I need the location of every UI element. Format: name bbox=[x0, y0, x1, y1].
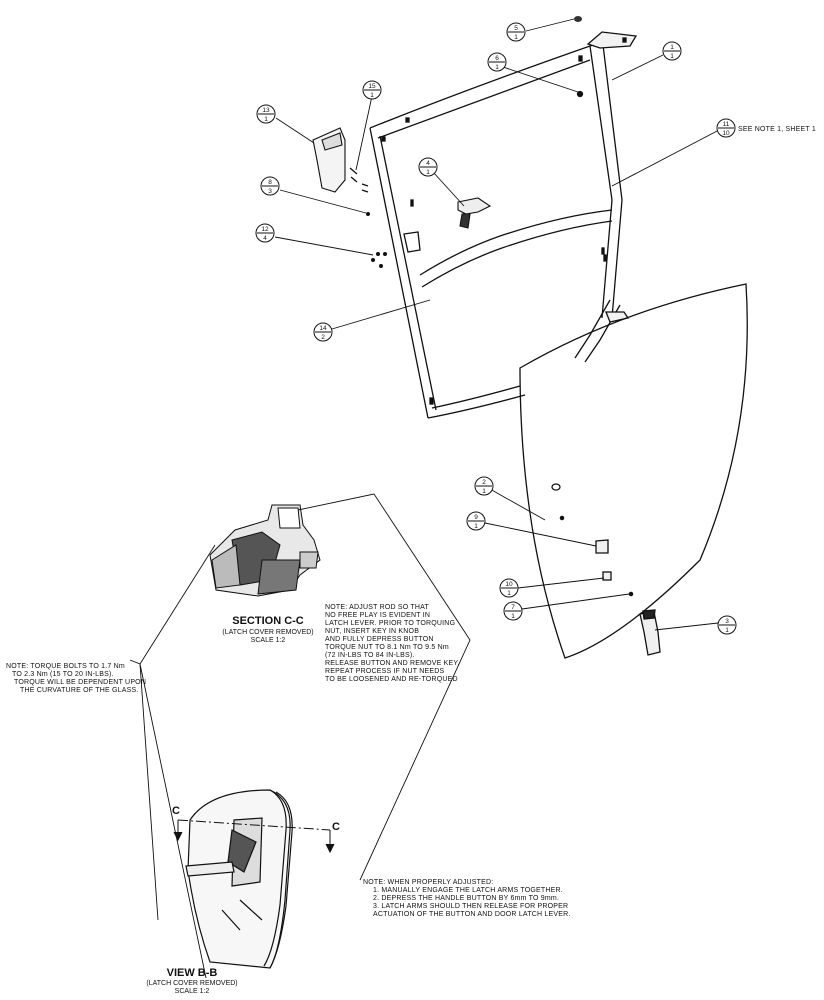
section-cc-title: SECTION C-C bbox=[232, 615, 304, 627]
balloon-6-top: 6 bbox=[495, 55, 499, 62]
pins-part-15 bbox=[349, 167, 369, 193]
balloon-2-top: 2 bbox=[482, 479, 486, 486]
note-adjust-rod-line-9: REPEAT PROCESS IF NUT NEEDS bbox=[325, 668, 444, 675]
balloon-5-bottom: 1 bbox=[514, 34, 518, 41]
washer-part-5 bbox=[574, 16, 582, 22]
balloon-14: 14 2 bbox=[313, 322, 333, 342]
balloon-5: 5 1 bbox=[506, 22, 526, 42]
balloon-1: 1 1 bbox=[662, 41, 682, 61]
balloon-4-top: 4 bbox=[426, 160, 430, 167]
balloon-11-bottom: 10 bbox=[722, 130, 730, 137]
latch-part-4 bbox=[457, 197, 492, 229]
balloon-6-bottom: 1 bbox=[495, 64, 499, 71]
see-note-label: SEE NOTE 1, SHEET 1 bbox=[738, 126, 816, 133]
note-torque-bolts-line-1: NOTE: TORQUE BOLTS TO 1.7 Nm bbox=[6, 663, 125, 670]
balloon-6: 6 1 bbox=[487, 52, 507, 72]
leader-lines bbox=[274, 18, 720, 631]
balloon-8-top: 8 bbox=[268, 179, 272, 186]
balloon-8-bottom: 3 bbox=[268, 188, 272, 195]
view-bb-subtitle: (LATCH COVER REMOVED) bbox=[146, 980, 237, 987]
balloon-9-top: 9 bbox=[474, 514, 478, 521]
note-adjusted-line-2: 1. MANUALLY ENGAGE THE LATCH ARMS TOGETH… bbox=[373, 887, 563, 894]
balloon-8: 8 3 bbox=[260, 176, 280, 196]
balloon-14-top: 14 bbox=[319, 325, 327, 332]
note-adjust-rod-line-8: RELEASE BUTTON AND REMOVE KEY. bbox=[325, 660, 460, 667]
balloon-12-top: 12 bbox=[261, 226, 269, 233]
note-adjust-rod-line-10: TO BE LOOSENED AND RE-TORQUED bbox=[325, 676, 458, 683]
balloon-9: 9 1 bbox=[466, 511, 486, 531]
note-adjust-rod-line-3: LATCH LEVER. PRIOR TO TORQUING bbox=[325, 620, 455, 627]
note-torque-bolts: NOTE: TORQUE BOLTS TO 1.7 Nm TO 2.3 Nm (… bbox=[6, 663, 146, 694]
balloon-11-top: 11 bbox=[723, 121, 730, 128]
section-cc-drawing bbox=[209, 504, 321, 597]
note-torque-bolts-line-2: TO 2.3 Nm (15 TO 20 IN-LBS). bbox=[12, 671, 114, 678]
note-torque-bolts-line-4: THE CURVATURE OF THE GLASS. bbox=[20, 687, 138, 694]
door-frame bbox=[369, 31, 638, 419]
balloon-13-bottom: 1 bbox=[264, 116, 268, 123]
balloon-13: 13 1 bbox=[256, 104, 276, 124]
balloon-13-top: 13 bbox=[262, 107, 270, 114]
view-bb-title: VIEW B-B bbox=[167, 967, 218, 979]
balloon-14-bottom: 2 bbox=[321, 334, 325, 341]
bracket-part-13 bbox=[312, 127, 346, 193]
screw-part-8 bbox=[366, 212, 370, 216]
section-cc-scale: SCALE 1:2 bbox=[251, 637, 286, 644]
balloon-11: 11 10 bbox=[716, 118, 736, 138]
door-glass bbox=[519, 283, 748, 659]
note-adjust-rod-line-4: NUT, INSERT KEY IN KNOB bbox=[325, 628, 419, 635]
note-adjust-rod: NOTE: ADJUST ROD SO THAT NO FREE PLAY IS… bbox=[325, 604, 460, 683]
view-envelope-lines bbox=[129, 493, 471, 979]
note-properly-adjusted: NOTE: WHEN PROPERLY ADJUSTED: 1. MANUALL… bbox=[363, 879, 571, 918]
balloon-5-top: 5 bbox=[514, 25, 518, 32]
note-adjusted-line-4: 3. LATCH ARMS SHOULD THEN RELEASE FOR PR… bbox=[373, 903, 568, 910]
balloon-9-bottom: 1 bbox=[474, 523, 478, 530]
section-cc-subtitle: (LATCH COVER REMOVED) bbox=[222, 629, 313, 636]
view-bb-label: VIEW B-B (LATCH COVER REMOVED) SCALE 1:2 bbox=[146, 967, 237, 995]
balloon-2: 2 1 bbox=[474, 476, 494, 496]
item-balloons: 5 1 1 1 6 1 13 1 15 1 11 10 bbox=[255, 22, 737, 635]
note-adjust-rod-line-2: NO FREE PLAY IS EVIDENT IN bbox=[325, 612, 430, 619]
balloon-3-bottom: 1 bbox=[725, 627, 729, 634]
view-bb-scale: SCALE 1:2 bbox=[175, 988, 210, 995]
balloon-15: 15 1 bbox=[362, 80, 382, 100]
note-adjusted-line-3: 2. DEPRESS THE HANDLE BUTTON BY 6mm TO 9… bbox=[373, 895, 559, 902]
balloon-15-top: 15 bbox=[368, 83, 376, 90]
balloon-15-bottom: 1 bbox=[370, 92, 374, 99]
balloon-3-top: 3 bbox=[725, 618, 729, 625]
note-torque-bolts-line-3: TORQUE WILL BE DEPENDENT UPON bbox=[14, 679, 146, 686]
note-adjusted-line-1: NOTE: WHEN PROPERLY ADJUSTED: bbox=[363, 879, 493, 886]
view-bb-drawing bbox=[185, 789, 293, 969]
balloon-2-bottom: 1 bbox=[482, 488, 486, 495]
note-adjust-rod-line-7: (72 IN-LBS TO 84 IN-LBS). bbox=[325, 652, 415, 659]
section-cc-label: SECTION C-C (LATCH COVER REMOVED) SCALE … bbox=[222, 615, 313, 644]
section-marker-c-right: C bbox=[332, 821, 340, 833]
balloon-12-bottom: 4 bbox=[263, 235, 267, 242]
note-adjust-rod-line-6: TORQUE NUT TO 8.1 Nm TO 9.5 Nm bbox=[325, 644, 449, 651]
balloon-1-top: 1 bbox=[670, 44, 674, 51]
note-adjusted-line-5: ACTUATION OF THE BUTTON AND DOOR LATCH L… bbox=[373, 911, 571, 918]
balloon-3: 3 1 bbox=[717, 615, 737, 635]
balloon-10: 10 1 bbox=[499, 578, 519, 598]
balloon-4: 4 1 bbox=[418, 157, 438, 177]
section-marker-c-left: C bbox=[172, 805, 180, 817]
balloon-10-top: 10 bbox=[505, 581, 513, 588]
screws-part-12 bbox=[371, 252, 387, 268]
balloon-10-bottom: 1 bbox=[507, 590, 511, 597]
balloon-4-bottom: 1 bbox=[426, 169, 430, 176]
balloon-7-top: 7 bbox=[511, 604, 515, 611]
note-adjust-rod-line-1: NOTE: ADJUST ROD SO THAT bbox=[325, 604, 430, 611]
balloon-7: 7 1 bbox=[503, 601, 523, 621]
balloon-7-bottom: 1 bbox=[511, 613, 515, 620]
note-adjust-rod-line-5: AND FULLY DEPRESS BUTTON bbox=[325, 636, 434, 643]
balloon-1-bottom: 1 bbox=[670, 53, 674, 60]
balloon-12: 12 4 bbox=[255, 223, 275, 243]
